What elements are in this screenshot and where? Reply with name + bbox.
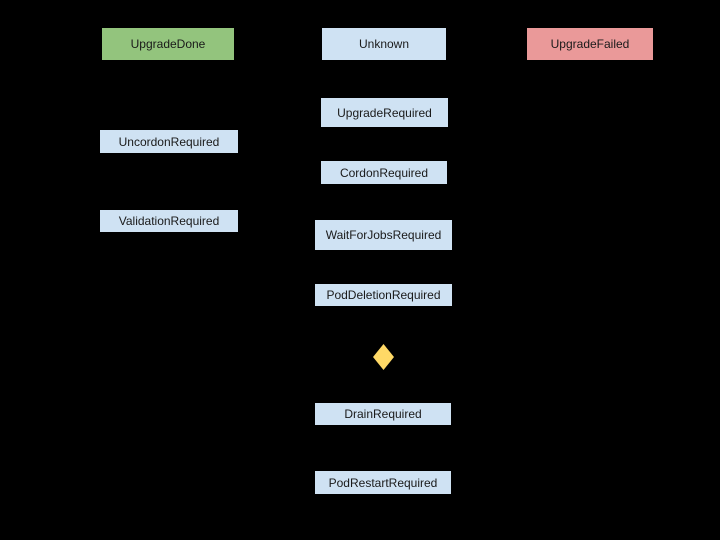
state-node-cordonrequired: CordonRequired xyxy=(321,161,447,184)
decision-diamond-icon xyxy=(373,344,394,370)
state-node-drainrequired: DrainRequired xyxy=(315,403,451,425)
state-node-uncordonrequired: UncordonRequired xyxy=(100,130,238,153)
state-node-poddeletionrequired: PodDeletionRequired xyxy=(315,284,452,306)
state-node-upgraderequired: UpgradeRequired xyxy=(321,98,448,127)
state-node-validationrequired: ValidationRequired xyxy=(100,210,238,232)
state-node-upgradefailed: UpgradeFailed xyxy=(527,28,653,60)
state-node-waitforjobsrequired: WaitForJobsRequired xyxy=(315,220,452,250)
state-node-upgradedone: UpgradeDone xyxy=(102,28,234,60)
state-node-podrestartrequired: PodRestartRequired xyxy=(315,471,451,494)
state-node-unknown: Unknown xyxy=(322,28,446,60)
